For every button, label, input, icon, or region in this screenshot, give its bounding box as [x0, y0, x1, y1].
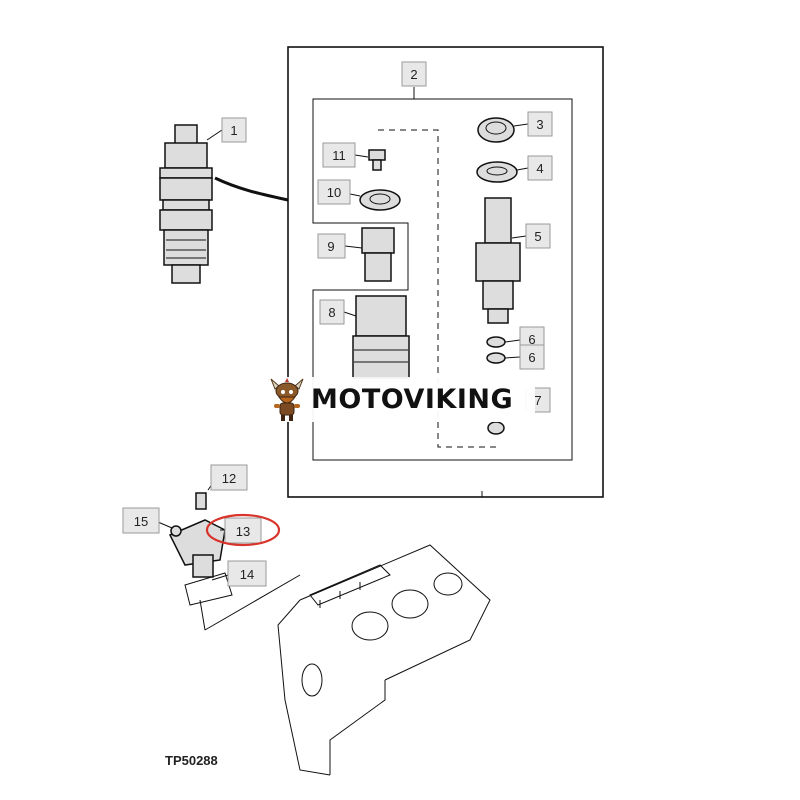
leader-line-15	[157, 521, 173, 529]
callout-15: 15	[122, 507, 160, 534]
pin-part	[368, 149, 386, 171]
leader-line-9	[344, 245, 363, 249]
holder-part	[352, 295, 410, 379]
leader-line-6a	[504, 339, 521, 343]
sleeve-part	[361, 227, 395, 282]
callout-label: 6	[528, 350, 535, 365]
leader-line-3	[513, 123, 529, 127]
callout-11: 11	[322, 142, 356, 168]
callout-4: 4	[527, 155, 553, 181]
callout-label: 10	[327, 185, 341, 200]
callout-label: 4	[536, 161, 543, 176]
connector-curve	[214, 176, 289, 202]
callout-1: 1	[221, 117, 247, 143]
callout-14: 14	[227, 560, 267, 587]
leader-line-6b	[504, 356, 521, 359]
injector-assembly	[159, 124, 213, 284]
assembly-mount-line	[204, 574, 301, 631]
leader-line-5	[511, 235, 527, 239]
callout-label: 3	[536, 117, 543, 132]
callout-label: 1	[230, 123, 237, 138]
leader-line-11	[354, 154, 369, 158]
callout-label: 9	[327, 239, 334, 254]
callout-label: 14	[240, 567, 254, 582]
callout-13: 13	[224, 517, 262, 544]
callout-5: 5	[525, 223, 551, 249]
callout-6b: 6	[519, 344, 545, 370]
engine-block	[277, 544, 491, 776]
callout-label: 2	[410, 67, 417, 82]
callout-8: 8	[319, 299, 345, 325]
washer-part	[476, 161, 518, 183]
small-washer-part	[486, 336, 506, 348]
nozzle-body-part	[475, 197, 521, 324]
callout-label: 7	[534, 393, 541, 408]
nozzle-tip-part	[487, 421, 505, 435]
callout-2: 2	[401, 61, 427, 87]
callout-9: 9	[317, 233, 346, 259]
callout-label: 5	[534, 229, 541, 244]
exploded-view-inner-frame	[312, 98, 573, 461]
small-washer-part	[486, 352, 506, 364]
callout-label: 13	[236, 524, 250, 539]
watermark-text: MOTOVIKING	[311, 384, 514, 415]
leader-line-14	[211, 574, 229, 581]
leader-line-10	[349, 193, 361, 197]
callout-label: 15	[134, 514, 148, 529]
pump-assembly	[168, 492, 233, 631]
leader-line-1	[206, 129, 223, 141]
leader-line-8	[343, 311, 357, 317]
leader-line-4	[516, 167, 529, 171]
callout-label: 11	[332, 148, 346, 163]
highlight-circle	[205, 513, 281, 547]
callout-12: 12	[210, 464, 248, 491]
callout-label: 6	[528, 332, 535, 347]
callout-label: 12	[222, 471, 236, 486]
callout-10: 10	[317, 179, 351, 205]
nut-part	[477, 117, 515, 143]
watermark-banner: MOTOVIKING	[263, 377, 535, 422]
viking-mascot-icon	[270, 378, 304, 421]
figure-code: TP50288	[165, 753, 218, 768]
callout-label: 8	[328, 305, 335, 320]
exploded-view-outer-frame	[287, 46, 604, 498]
callout-3: 3	[527, 111, 553, 137]
seal-ring-part	[359, 189, 401, 211]
